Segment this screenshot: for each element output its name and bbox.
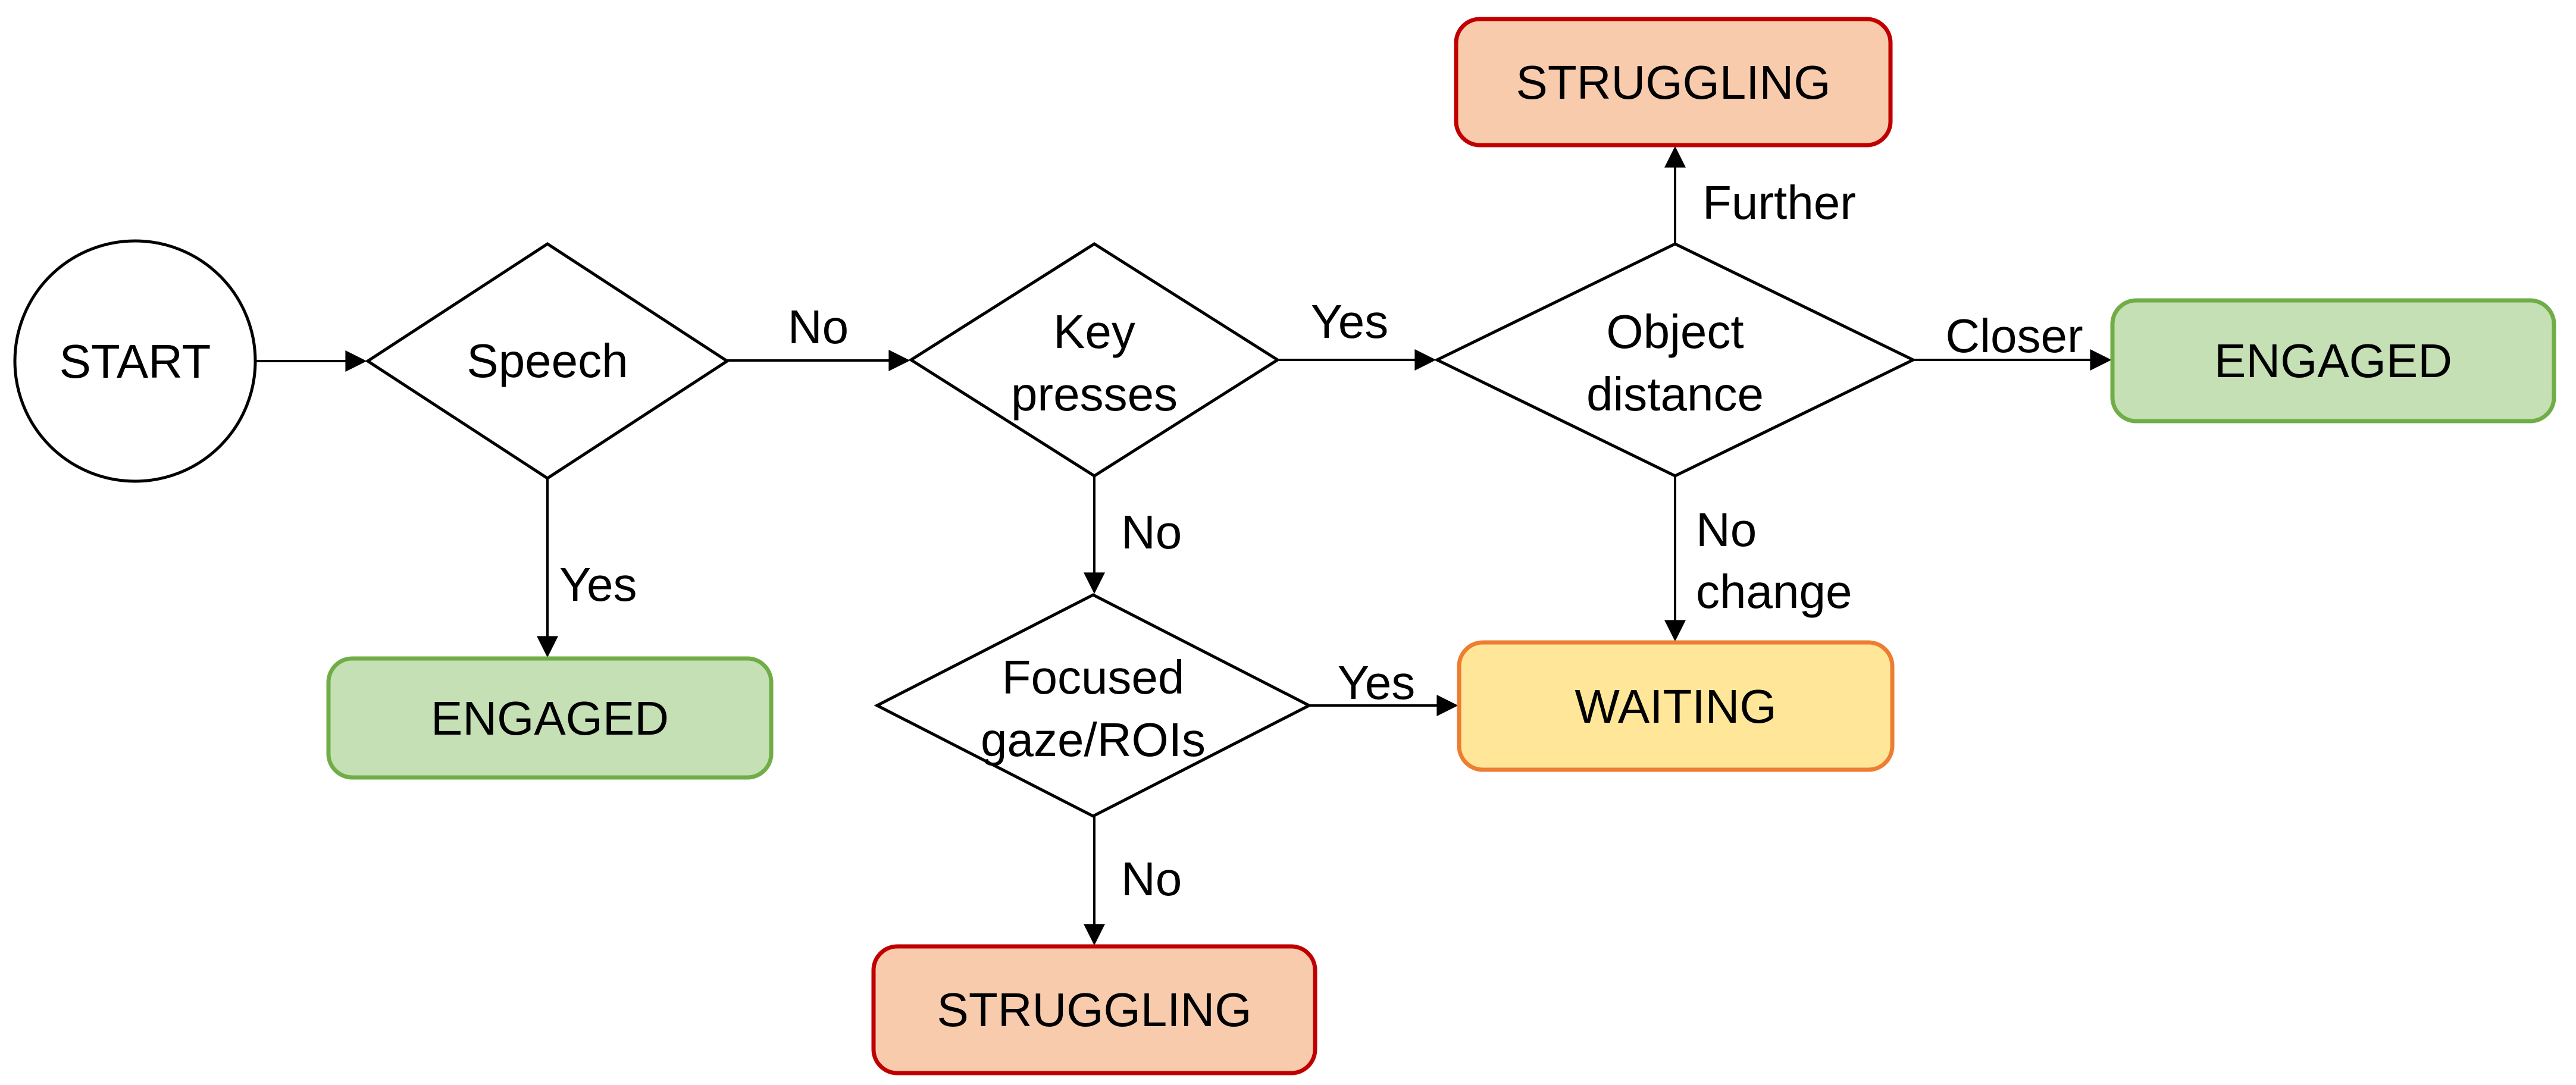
engaged-right-box <box>2110 298 2556 424</box>
edge-label-no-change-line2: change <box>1696 565 1852 618</box>
nodes: START Speech Key presses Object distance… <box>13 17 2556 1075</box>
object-distance-label-line1: Object <box>1606 305 1744 358</box>
key-presses-decision <box>908 242 1281 478</box>
edge-label-key-presses-yes: Yes <box>1311 295 1389 348</box>
edge-label-key-presses-no: No <box>1121 506 1182 559</box>
speech-decision <box>365 242 730 480</box>
key-presses-label-line2: presses <box>1011 368 1178 421</box>
focused-gaze-decision <box>874 593 1313 818</box>
engaged-left-box <box>326 656 774 780</box>
focused-gaze-label-line2: gaze/ROIs <box>981 713 1206 766</box>
waiting-box <box>1457 640 1895 772</box>
start-label: START <box>60 335 211 388</box>
edge-label-no-change-line1: No <box>1696 503 1757 556</box>
struggling-top-box <box>1454 17 1893 148</box>
focused-gaze-label-line1: Focused <box>1002 651 1185 704</box>
edge-label-speech-no: No <box>788 300 849 353</box>
waiting-label: WAITING <box>1575 680 1776 733</box>
key-presses-label-line1: Key <box>1053 305 1135 358</box>
edge-labels: No Yes Yes No Further Closer No change Y… <box>559 176 2083 905</box>
struggling-bottom-label: STRUGGLING <box>937 983 1252 1036</box>
engaged-right-label: ENGAGED <box>2214 334 2452 387</box>
edge-label-closer: Closer <box>1945 309 2083 362</box>
edges <box>255 146 2112 946</box>
struggling-top-label: STRUGGLING <box>1516 56 1831 109</box>
engaged-left-label: ENGAGED <box>431 692 669 745</box>
object-distance-label-line2: distance <box>1586 368 1764 421</box>
struggling-bottom-box <box>871 944 1317 1075</box>
edge-label-further: Further <box>1702 176 1856 229</box>
start-node <box>13 239 257 483</box>
edge-label-speech-yes: Yes <box>559 558 637 611</box>
object-distance-decision <box>1433 242 1917 478</box>
edge-label-focused-gaze-yes: Yes <box>1338 656 1416 709</box>
speech-label: Speech <box>467 334 628 387</box>
edge-label-focused-gaze-no: No <box>1121 852 1182 905</box>
